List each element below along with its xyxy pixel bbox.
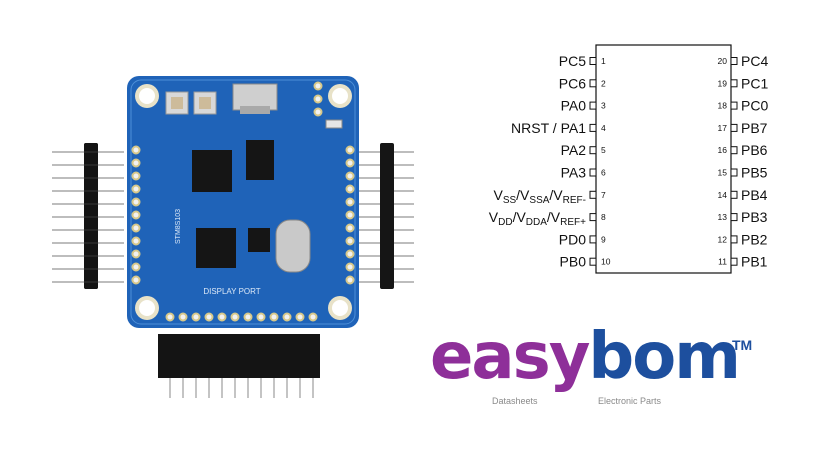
pin-label-left: VSS/VSSA/VREF- [493,187,586,206]
pin-stub-left [589,190,597,199]
pin-label-right: PC4 [741,53,768,69]
chip-body [595,44,732,274]
pin-stub-right [730,257,738,266]
pin-label-left: PA0 [561,98,587,114]
pin-number-right: 14 [718,190,728,200]
pin-label-left: NRST / PA1 [511,120,586,136]
left-pin-header [52,143,124,289]
pin-number-right: 11 [718,257,727,267]
pin-label-right: PB3 [741,209,768,225]
pin-label-left: PB0 [560,254,587,270]
pin-number-left: 9 [601,234,606,244]
pin-stub-left [589,257,597,266]
pin-stub-left [589,146,597,155]
pin-label-left: PC6 [559,75,586,91]
dev-board-illustration: DISPLAY PORT STM8S103 [52,76,414,398]
pin-stub-right [730,79,738,88]
pin-label-right: PB1 [741,254,768,270]
board-chip-label: STM8S103 [175,209,182,244]
right-pin-group: 20 PC4 19 PC1 18 PC0 17 PB7 16 PB6 15 PB5 14 PB4 13 PB3… [718,53,769,270]
logo-tagline-electronic-parts: Electronic Parts [598,396,662,406]
pin-label-right: PC1 [741,75,768,91]
pin-stub-left [589,101,597,110]
pin-label-right: PB6 [741,142,768,158]
pin-label-left: PA2 [561,142,587,158]
easybom-logo: easybom TM Datasheets Electronic Parts [430,325,800,435]
pin-number-left: 10 [601,257,611,267]
pin-number-left: 3 [601,101,606,111]
pin-number-right: 20 [718,56,728,66]
pin-stub-left [589,235,597,244]
pin-label-left: PC5 [559,53,586,69]
pin-number-left: 4 [601,123,606,133]
pin-number-right: 17 [718,123,728,133]
logo-tagline-datasheets: Datasheets [492,396,538,406]
pin-stub-right [730,168,738,177]
pin-stub-left [589,123,597,132]
pin-label-right: PB5 [741,165,768,181]
pin-number-left: 8 [601,212,606,222]
pin-number-left: 2 [601,78,606,88]
pin-stub-right [730,190,738,199]
pin-number-right: 15 [718,168,728,178]
pin-number-right: 16 [718,145,728,155]
dev-board-photo: DISPLAY PORT STM8S103 [52,76,414,398]
pin-number-right: 13 [718,212,728,222]
pin-label-right: PC0 [741,98,768,114]
left-pin-group: 1 PC5 2 PC6 3 PA0 4 NRST / PA1 5 PA2 6 PA3 7 VSS/VSSA… [489,53,611,270]
pin-label-left: PA3 [561,165,587,181]
pin-label-left: VDD/VDDA/VREF+ [489,209,586,228]
pin-number-right: 19 [718,78,728,88]
pin-number-left: 7 [601,190,606,200]
pin-stub-left [589,79,597,88]
pin-number-right: 18 [718,101,728,111]
pin-number-left: 6 [601,168,606,178]
pin-label-right: PB7 [741,120,768,136]
chip-pinout-diagram: 1 PC5 2 PC6 3 PA0 4 NRST / PA1 5 PA2 6 PA3 7 VSS/VSSA… [489,44,769,274]
pin-stub-right [730,123,738,132]
pin-stub-left [589,168,597,177]
bottom-pin-header [158,334,320,398]
pin-stub-right [730,101,738,110]
pin-label-left: PD0 [559,231,586,247]
logo-word-bom: bom [588,320,740,394]
pcb: DISPLAY PORT STM8S103 [127,76,359,328]
pin-stub-right [730,235,738,244]
pin-label-right: PB4 [741,187,768,203]
logo-trademark: TM [732,337,753,353]
pin-stub-left [589,57,597,65]
pin-stub-left [589,213,597,222]
board-silkscreen-title: DISPLAY PORT [203,287,260,296]
pin-stub-right [730,213,738,222]
pin-number-right: 12 [718,234,728,244]
pin-stub-right [730,146,738,155]
logo-wordmark: easybom [430,325,741,389]
pin-label-right: PB2 [741,231,768,247]
pin-number-left: 5 [601,145,606,155]
logo-word-easy: easy [430,320,590,394]
pin-stub-right [730,57,738,65]
pin-number-left: 1 [601,56,606,66]
